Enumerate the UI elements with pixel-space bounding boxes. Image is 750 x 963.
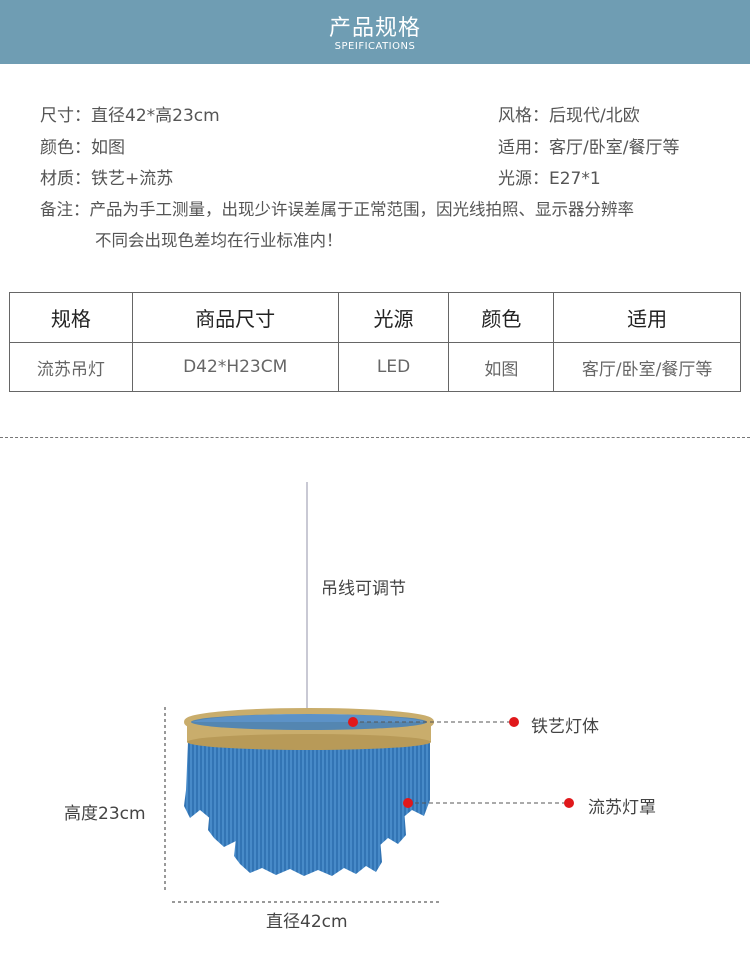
frame-label: 铁艺灯体	[531, 717, 599, 737]
spec-size: 尺寸：直径42*高23cm	[40, 106, 220, 126]
iron-frame	[184, 708, 434, 750]
table-cell: 客厅/卧室/餐厅等	[553, 342, 741, 392]
section-title: 产品规格	[328, 16, 421, 41]
frame-marker-dot	[348, 717, 358, 727]
tassel-shade	[184, 730, 430, 876]
table-header-cell: 商品尺寸	[131, 292, 339, 343]
diameter-label: 直径42cm	[266, 912, 348, 932]
section-divider	[0, 437, 750, 438]
table-header-row: 规格 商品尺寸 光源 颜色 适用	[9, 292, 741, 343]
table-row: 流苏吊灯 D42*H23CM LED 如图 客厅/卧室/餐厅等	[9, 342, 741, 392]
spec-table: 规格 商品尺寸 光源 颜色 适用 流苏吊灯 D42*H23CM LED 如图 客…	[9, 292, 741, 392]
table-header-cell: 适用	[553, 292, 741, 343]
height-label: 高度23cm	[64, 804, 146, 824]
spec-style: 风格：后现代/北欧	[498, 106, 640, 126]
table-header-cell: 颜色	[448, 292, 555, 343]
spec-note-continued: 不同会出现色差均在行业标准内！	[95, 231, 343, 250]
shade-end-dot	[564, 798, 574, 808]
shade-marker-dot	[403, 798, 413, 808]
section-header: 产品规格 SPEIFICATIONS	[0, 0, 750, 64]
lamp-diagram	[164, 482, 574, 903]
shade-label: 流苏灯罩	[588, 798, 656, 818]
table-cell: 流苏吊灯	[9, 342, 133, 392]
table-cell: D42*H23CM	[131, 342, 339, 392]
section-subtitle: SPEIFICATIONS	[334, 41, 416, 52]
spec-note: 备注：产品为手工测量，出现少许误差属于正常范围，因光线拍照、显示器分辨率	[40, 200, 634, 219]
table-header-cell: 规格	[9, 292, 133, 343]
spec-color: 颜色：如图	[40, 138, 125, 158]
table-header-cell: 光源	[337, 292, 450, 343]
table-cell: LED	[337, 342, 450, 392]
spec-light: 光源：E27*1	[498, 169, 601, 189]
frame-end-dot	[509, 717, 519, 727]
table-cell: 如图	[448, 342, 555, 392]
spec-usage: 适用：客厅/卧室/餐厅等	[498, 138, 680, 158]
cord-label: 吊线可调节	[321, 579, 406, 599]
spec-material: 材质：铁艺+流苏	[40, 169, 174, 189]
